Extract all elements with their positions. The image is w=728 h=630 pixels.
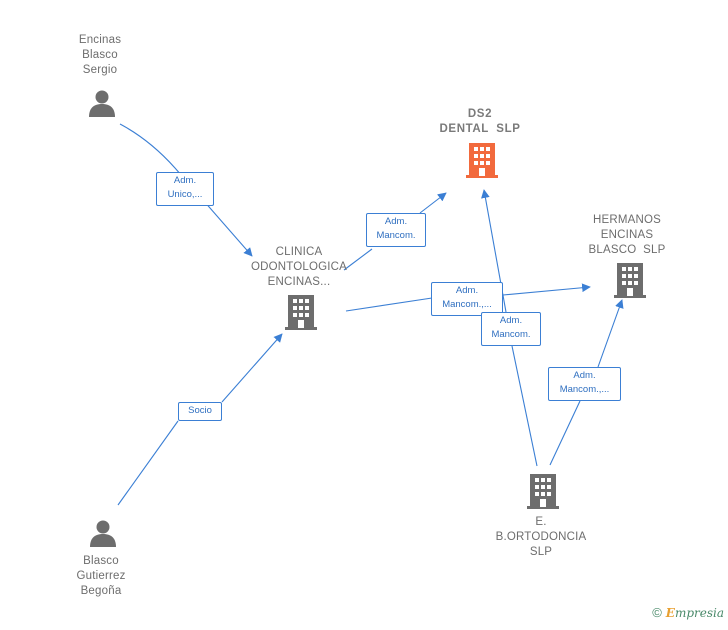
edge-label-line: Adm. bbox=[455, 285, 479, 296]
edge-label-adm-mancom-ds2[interactable]: Adm. Mancom. bbox=[366, 213, 426, 247]
label-line: ENCINAS... bbox=[267, 276, 331, 288]
building-icon[interactable] bbox=[527, 474, 559, 514]
node-label-clinica-odontologica-encinas[interactable]: CLINICA ODONTOLOGICA ENCINAS... bbox=[243, 245, 355, 290]
node-label-encinas-blasco-sergio[interactable]: Encinas Blasco Sergio bbox=[52, 33, 148, 78]
label-line: Blasco bbox=[82, 49, 118, 61]
label-line: Sergio bbox=[82, 64, 118, 76]
edge-blasco-clinica bbox=[117, 334, 282, 506]
building-icon[interactable] bbox=[285, 295, 317, 335]
edge-label-line: Adm. bbox=[384, 216, 408, 227]
label-line: HERMANOS bbox=[592, 214, 662, 226]
brand-rest: mpresia bbox=[674, 605, 724, 620]
label-line: Begoña bbox=[80, 585, 122, 597]
edge-label-socio[interactable]: Socio bbox=[178, 402, 222, 421]
edge-label-adm-mancom-hermanos[interactable]: Adm. Mancom.,... bbox=[431, 282, 503, 316]
edge-label-adm-mancom-ortodoncia-ds2[interactable]: Adm. Mancom. bbox=[481, 312, 541, 346]
edge-clinica-hermanos bbox=[345, 287, 590, 312]
edge-label-line: Adm. bbox=[173, 175, 197, 186]
edge-label-line: Mancom.,... bbox=[442, 299, 492, 310]
node-label-ds2-dental-slp[interactable]: DS2 DENTAL SLP bbox=[420, 107, 540, 137]
brand-initial: E bbox=[665, 605, 675, 620]
label-line: Encinas bbox=[78, 34, 122, 46]
edge-label-line: Adm. bbox=[499, 315, 523, 326]
label-line: Gutierrez bbox=[76, 570, 126, 582]
edge-label-line: Unico,... bbox=[167, 189, 203, 200]
edge-clinica-ds2 bbox=[343, 193, 446, 271]
edge-label-line: Mancom. bbox=[491, 329, 531, 340]
edge-label-line: Socio bbox=[188, 405, 212, 416]
label-line: BLASCO SLP bbox=[588, 244, 666, 256]
node-label-e-b-ortodoncia-slp[interactable]: E. B.ORTODONCIA SLP bbox=[486, 515, 596, 560]
node-label-blasco-gutierrez-begona[interactable]: Blasco Gutierrez Begoña bbox=[53, 554, 149, 599]
empresia-logo[interactable]: Empresia bbox=[666, 606, 724, 620]
building-icon[interactable] bbox=[466, 143, 498, 183]
edge-label-adm-mancom-ortodoncia-hermanos[interactable]: Adm. Mancom.,... bbox=[548, 367, 621, 401]
label-line: ODONTOLOGICA bbox=[250, 261, 348, 273]
label-line: SLP bbox=[529, 546, 553, 558]
copyright-icon: © bbox=[652, 605, 662, 620]
node-label-hermanos-encinas-blasco-slp[interactable]: HERMANOS ENCINAS BLASCO SLP bbox=[572, 213, 682, 258]
edge-ortodoncia-hermanos bbox=[549, 300, 622, 466]
edge-label-line: Mancom. bbox=[376, 230, 416, 241]
label-line: B.ORTODONCIA bbox=[495, 531, 587, 543]
person-icon[interactable] bbox=[87, 88, 117, 123]
label-line: E. bbox=[535, 516, 547, 528]
edge-label-line: Mancom.,... bbox=[559, 384, 610, 395]
label-line: Blasco bbox=[83, 555, 119, 567]
label-line: CLINICA bbox=[275, 246, 323, 258]
person-icon[interactable] bbox=[88, 518, 118, 553]
edge-label-line: Adm. bbox=[573, 370, 596, 381]
label-line: DS2 bbox=[467, 108, 493, 120]
building-icon[interactable] bbox=[614, 263, 646, 303]
label-line: ENCINAS bbox=[600, 229, 654, 241]
edge-encinas-clinica bbox=[119, 123, 253, 257]
label-line: DENTAL SLP bbox=[439, 123, 521, 135]
footer-brand: © Empresia bbox=[652, 605, 724, 620]
edge-label-adm-unico[interactable]: Adm. Unico,... bbox=[156, 172, 214, 206]
